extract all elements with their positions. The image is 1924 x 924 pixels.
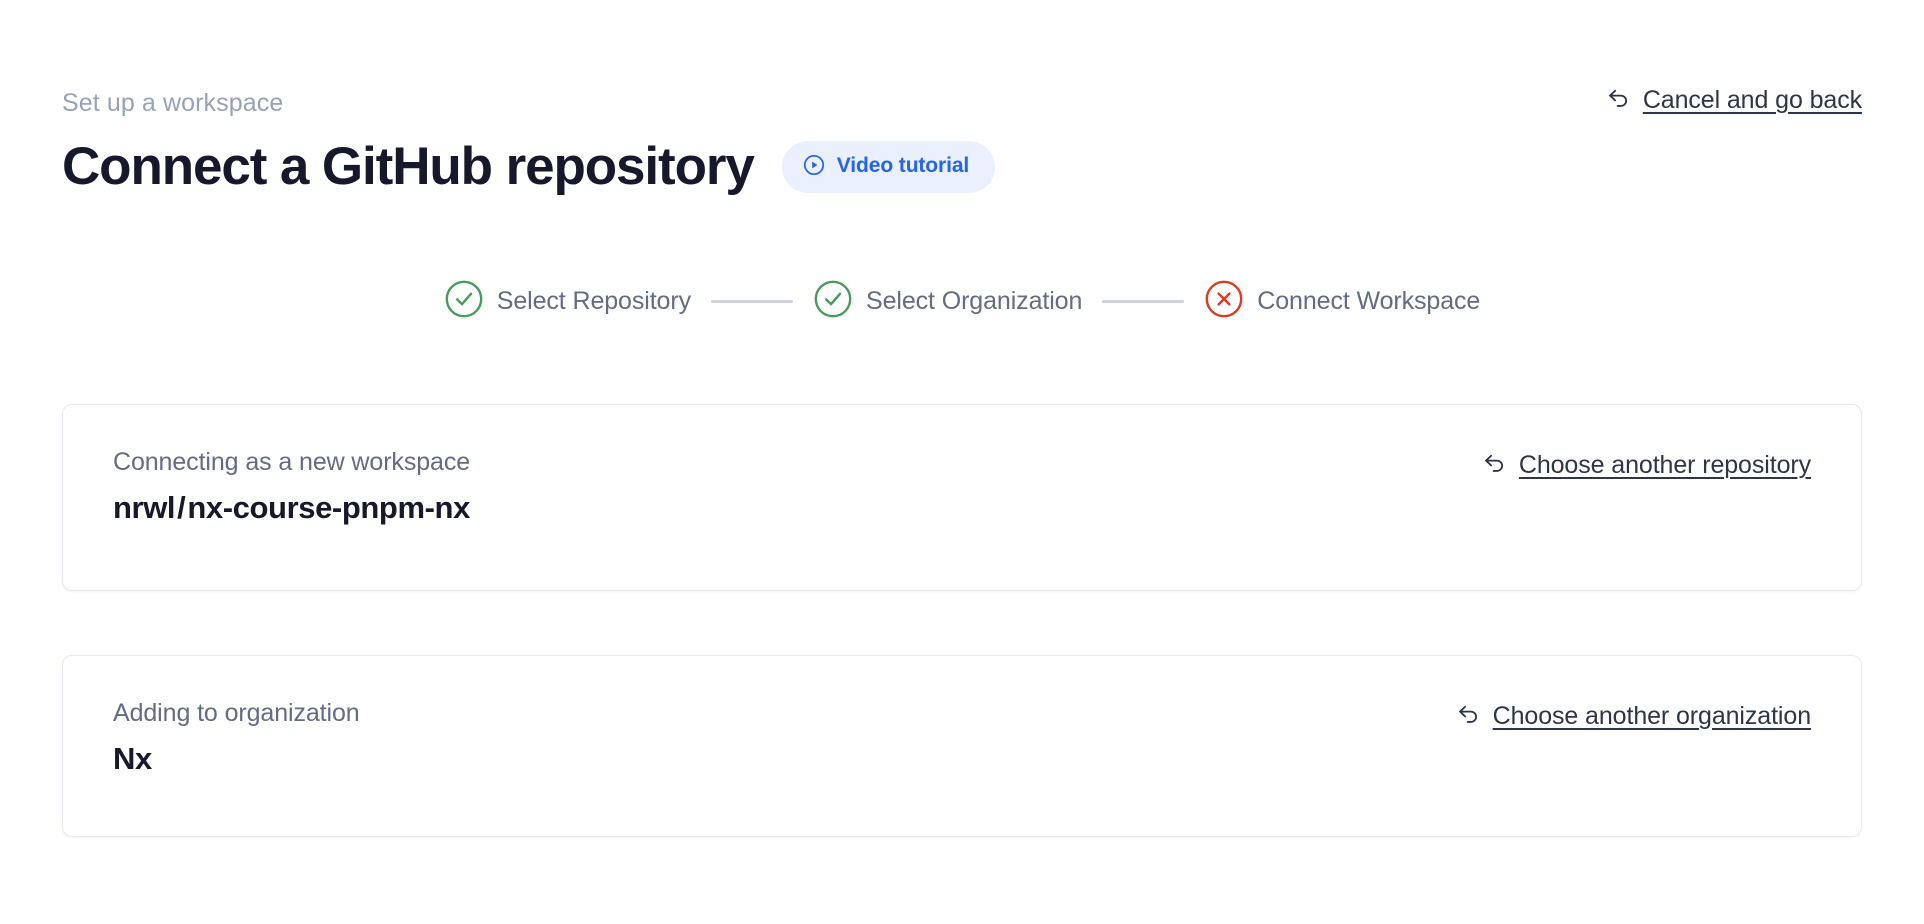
check-circle-icon: [813, 279, 853, 324]
repository-card: Connecting as a new workspace nrwl/nx-co…: [62, 404, 1862, 592]
choose-another-organization-link[interactable]: Choose another organization: [1455, 700, 1811, 732]
organization-card: Adding to organization Nx Choose another…: [62, 655, 1862, 838]
arrow-uturn-left-icon: [1455, 700, 1482, 732]
step-connector-1: [711, 300, 793, 304]
organization-card-info: Adding to organization Nx: [113, 698, 360, 777]
repository-name: nx-course-pnpm-nx: [187, 490, 470, 526]
title-row: Connect a GitHub repository Video tutori…: [62, 138, 1862, 195]
cancel-and-go-back-label: Cancel and go back: [1642, 85, 1862, 114]
repository-card-caption: Connecting as a new workspace: [113, 448, 471, 477]
arrow-uturn-left-icon: [1481, 449, 1508, 481]
play-circle-icon: [802, 153, 826, 180]
step-label-select-organization: Select Organization: [866, 287, 1083, 316]
cancel-and-go-back-link[interactable]: Cancel and go back: [1605, 84, 1862, 116]
progress-stepper: Select Repository Select Organization Co…: [62, 279, 1862, 324]
choose-another-organization-label: Choose another organization: [1492, 701, 1811, 730]
video-tutorial-button[interactable]: Video tutorial: [781, 140, 996, 193]
page-header: Set up a workspace Connect a GitHub repo…: [62, 0, 1862, 196]
breadcrumb: Set up a workspace: [62, 89, 284, 117]
choose-another-repository-link[interactable]: Choose another repository: [1481, 449, 1811, 481]
step-label-select-repository: Select Repository: [496, 287, 691, 316]
organization-card-value: Nx: [113, 741, 152, 777]
check-circle-icon: [444, 279, 484, 324]
page-title: Connect a GitHub repository: [62, 137, 755, 196]
organization-card-caption: Adding to organization: [113, 699, 360, 728]
step-select-organization[interactable]: Select Organization: [813, 279, 1082, 324]
step-label-connect-workspace: Connect Workspace: [1257, 287, 1481, 316]
repository-separator: /: [177, 490, 186, 526]
arrow-uturn-left-icon: [1605, 84, 1632, 116]
choose-another-repository-label: Choose another repository: [1518, 450, 1811, 479]
video-tutorial-label: Video tutorial: [836, 154, 970, 178]
repository-owner: nrwl: [113, 490, 176, 526]
step-connect-workspace[interactable]: Connect Workspace: [1204, 279, 1480, 324]
step-connector-2: [1102, 300, 1185, 304]
step-select-repository[interactable]: Select Repository: [444, 279, 691, 324]
repository-card-value: nrwl/nx-course-pnpm-nx: [113, 489, 470, 526]
repository-card-info: Connecting as a new workspace nrwl/nx-co…: [113, 447, 470, 526]
x-circle-icon: [1204, 279, 1244, 324]
